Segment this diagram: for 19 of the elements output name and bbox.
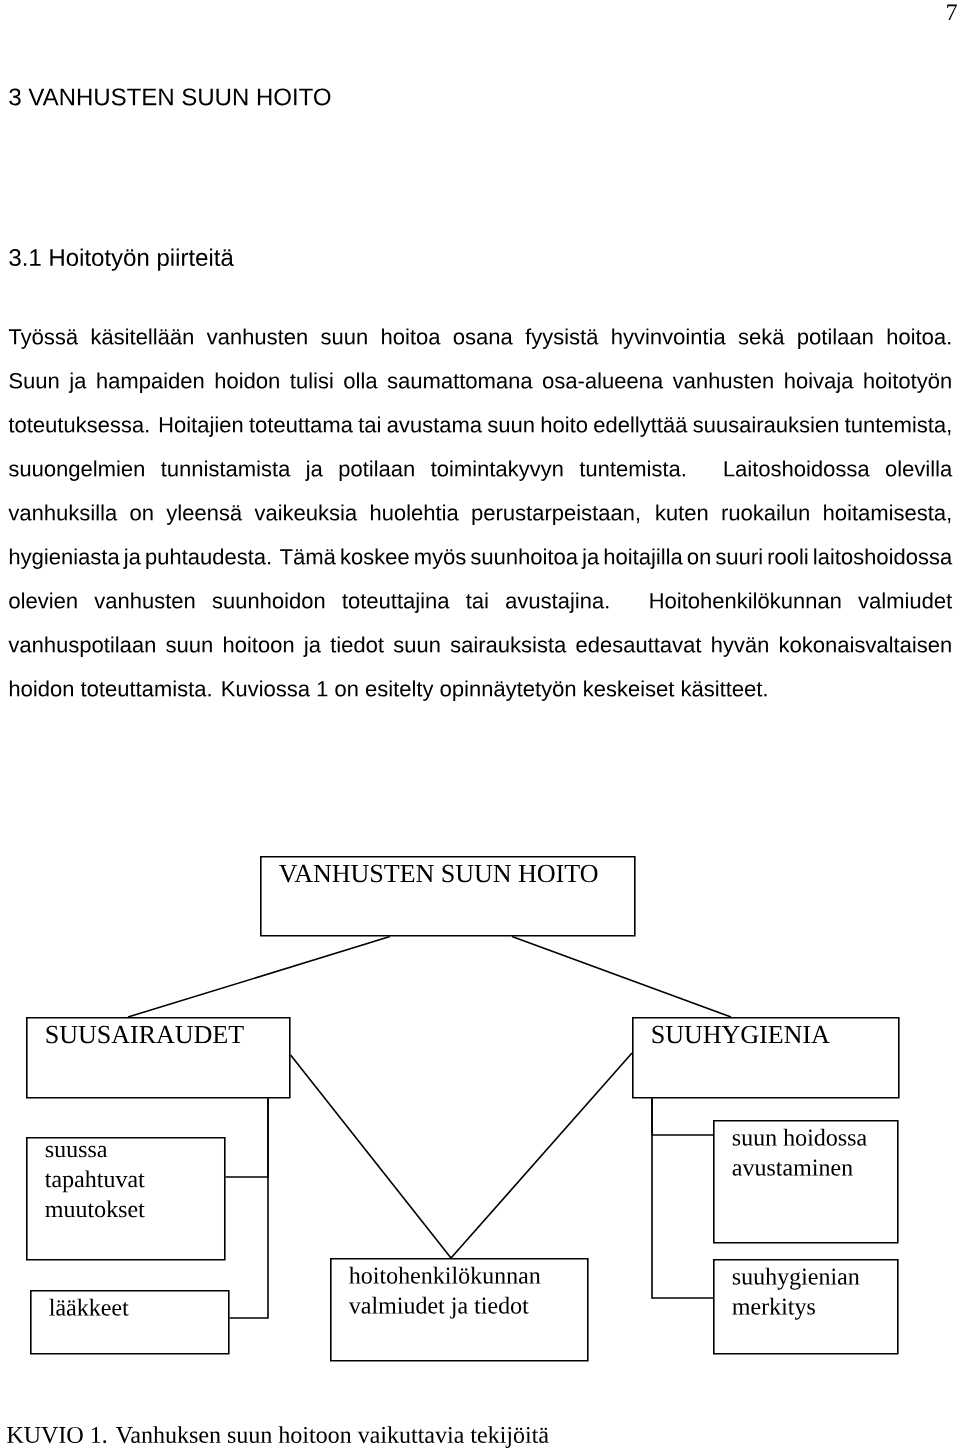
connector-line xyxy=(651,1097,714,1299)
page-number: 7 xyxy=(947,4,957,21)
text-box: lääkkeet xyxy=(30,1290,230,1355)
connector-line xyxy=(228,1097,269,1319)
figure-caption: KUVIO 1. Vanhuksen suun hoitoon vaikuttavia tekijöitä xyxy=(7,1426,549,1448)
connector-line xyxy=(127,935,391,1018)
connector-line xyxy=(511,935,732,1018)
text-box: SUUHYGIENIA xyxy=(632,1017,900,1099)
subheading: 3.1 Hoitotyön piirteitä xyxy=(9,248,234,271)
text-box: hoitohenkilökunnan valmiudet ja tiedot xyxy=(330,1258,589,1362)
text-box: suussa tapahtuvat muutokset xyxy=(26,1137,226,1261)
text-box: suun hoidossa avustaminen xyxy=(713,1120,899,1244)
text-box: VANHUSTEN SUUN HOITO xyxy=(260,856,636,937)
heading: 3 VANHUSTEN SUUN HOITO xyxy=(9,88,331,106)
text-box: suuhygienian merkitys xyxy=(713,1259,899,1355)
paragraph: Työssä käsitellään vanhusten suun hoitoa osana fyysistä hyvinvointia sekä potilaan hoitoa. Suun ja hampaiden hoidon tulisi olla saumattomana osa-alueena vanhusten hoivaja hoitotyön toteutuksessa. Hoitajien toteuttama tai avustama suun hoito edellyttää suusairauksien tuntemista, suuongelmien tunnistamista ja potilaan toimintakyvyn tuntemista. Laitoshoidossa olevilla vanhuksilla on yleensä vaikeuksia huolehtia perustarpeistaan, kuten ruokailun hoitamisesta, hygieniasta ja puhtaudesta. Tämä koskee myös suunhoitoa ja hoitajilla on suuri rooli laitoshoidossa olevien vanhusten suunhoidon toteuttajina tai avustajina. Hoitohenkilökunnan valmiudet vanhuspotilaan suun hoitoon ja tiedot suun sairauksista edesauttavat hyvän kokonaisvaltaisen hoidon toteuttamista. Kuviossa 1 on esitelty opinnäytetyön keskeiset käsitteet. xyxy=(8,328,953,701)
text-box: SUUSAIRAUDET xyxy=(26,1017,291,1099)
connector-line xyxy=(289,1054,452,1259)
connector-line xyxy=(450,1052,633,1259)
